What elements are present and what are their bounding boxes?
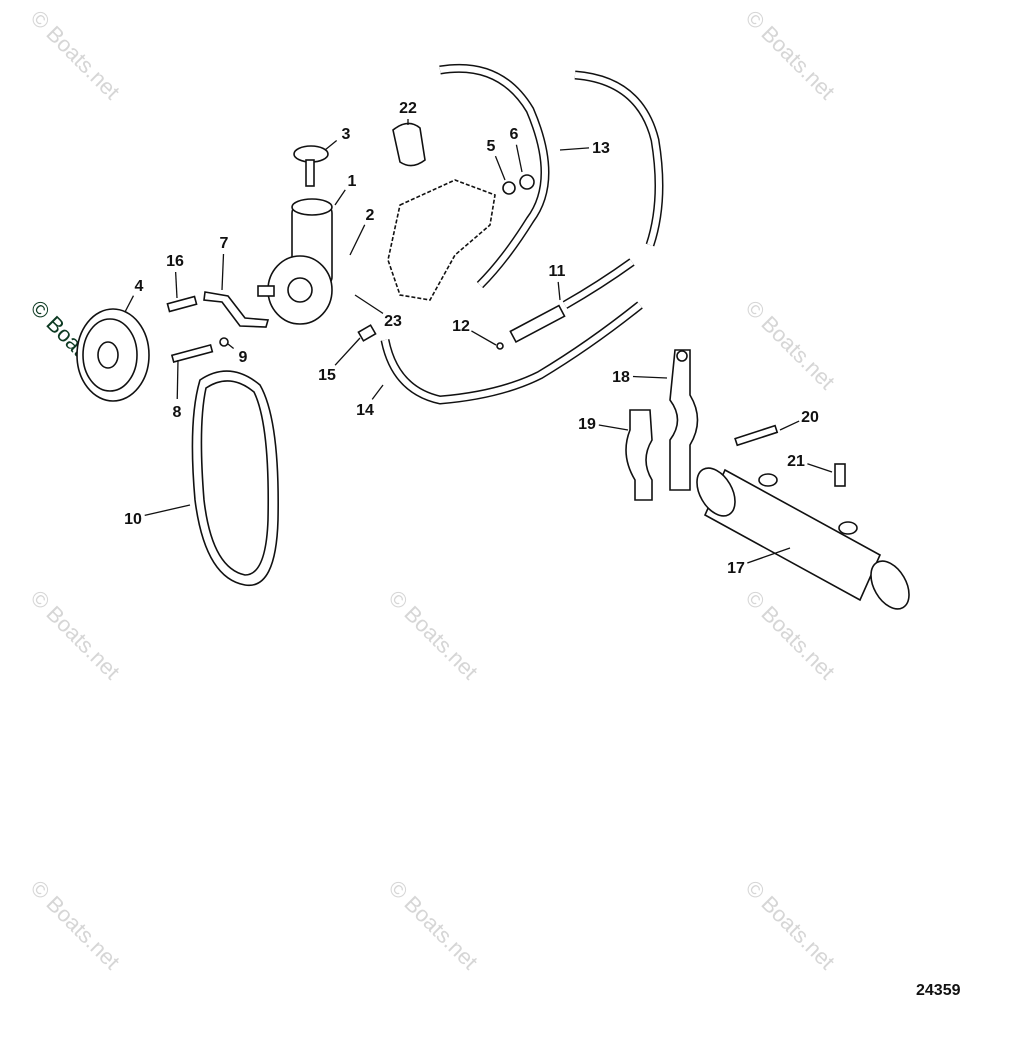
watermark: © Boats.net [26,585,125,684]
callout-11: 11 [549,263,566,280]
leader-line-21 [807,463,833,473]
leader-line-23 [354,294,384,314]
reservoir-cap [293,145,329,187]
leader-line-6 [515,144,523,173]
watermark: © Boats.net [384,875,483,974]
callout-17: 17 [727,560,745,577]
callout-7: 7 [220,235,229,252]
clamp-19 [625,409,653,501]
watermark: © Boats.net [741,5,840,104]
hoses [380,63,664,405]
bolts [166,295,846,487]
callout-14: 14 [356,402,374,419]
callout-5: 5 [487,138,496,155]
leader-line-2 [349,224,366,256]
leader-line-15 [334,337,361,366]
callout-13: 13 [592,140,610,157]
callout-19: 19 [578,416,596,433]
callout-6: 6 [510,126,519,143]
watermark: © Boats.net [26,5,125,104]
leader-line-1 [334,189,346,206]
watermark: © Boats.net [384,585,483,684]
callout-16: 16 [166,253,184,270]
callout-15: 15 [318,367,336,384]
leader-line-3 [324,140,338,151]
leader-line-17 [747,547,791,564]
callout-3: 3 [342,126,351,143]
clamp-18 [669,349,699,491]
leader-line-5 [494,155,506,181]
leader-line-14 [371,384,384,400]
bracket-7 [203,291,270,328]
leader-line-7 [221,253,225,291]
leader-line-9 [227,343,235,350]
callout-22: 22 [399,100,417,117]
watermark: © Boats.net [741,295,840,394]
callout-2: 2 [366,207,375,224]
drawing-number: 24359 [916,982,961,999]
watermark: © Boats.net [26,875,125,974]
leader-lines [124,119,833,564]
cylinder-17 [696,467,910,610]
callout-8: 8 [173,404,182,421]
leader-line-18 [632,375,668,379]
callout-10: 10 [124,511,142,528]
leader-line-16 [174,271,178,299]
nuts [502,174,535,195]
clamp-22 [392,122,426,167]
callout-4: 4 [135,278,144,295]
pulley [76,308,150,402]
leader-line-11 [557,281,561,301]
callout-1: 1 [348,173,357,190]
callout-20: 20 [801,409,819,426]
leader-line-19 [598,424,629,431]
callout-21: 21 [787,453,805,470]
watermark: © Boats.net [741,875,840,974]
leader-line-4 [124,295,135,313]
leader-line-8 [176,359,179,400]
leader-line-13 [559,147,590,151]
leader-line-12 [471,330,497,346]
leader-line-10 [144,504,191,516]
mounting-bracket [387,179,496,301]
watermark: © Boats.net [741,585,840,684]
callout-9: 9 [239,349,248,366]
callout-18: 18 [612,369,630,386]
callout-12: 12 [452,318,470,335]
callout-23: 23 [384,313,402,330]
leader-line-20 [779,420,800,431]
drive-belt [191,370,279,587]
power-steering-pump [257,198,333,325]
